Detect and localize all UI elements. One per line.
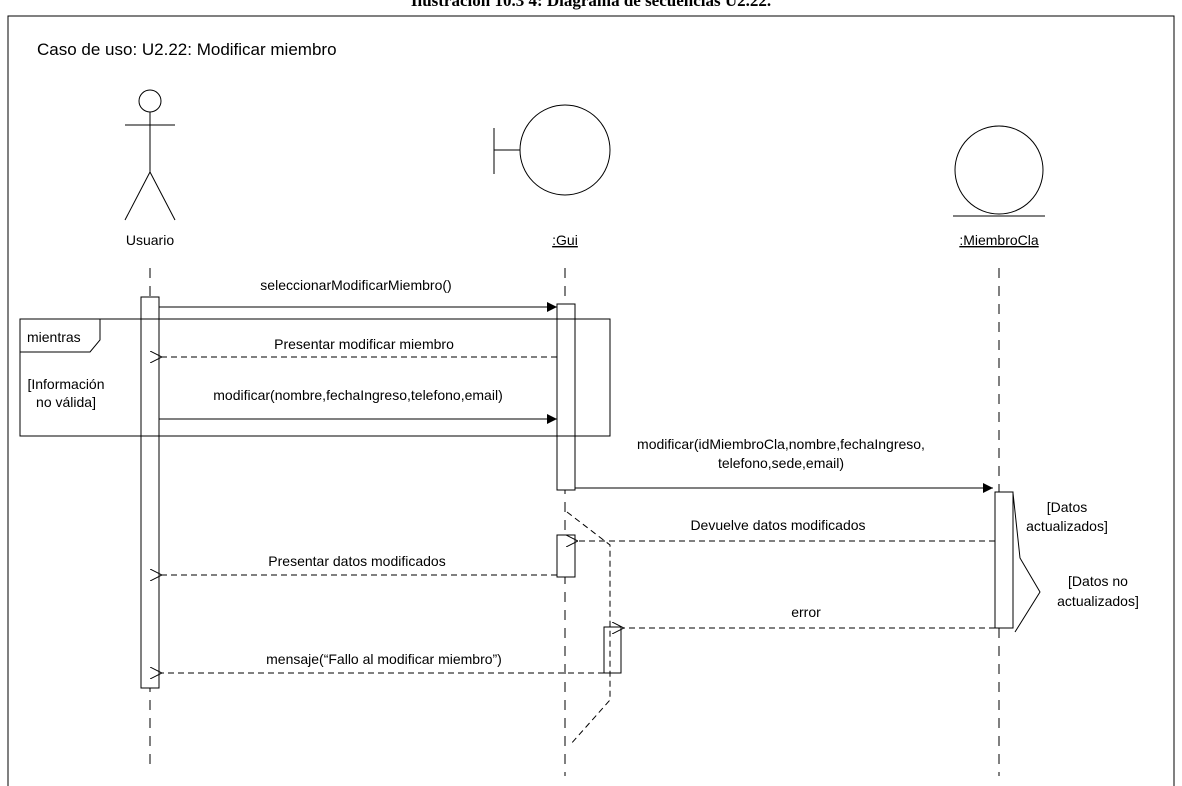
message-label-5: Devuelve datos modificados: [690, 517, 865, 533]
activation-gui-2: [556, 534, 576, 578]
figure-caption: Ilustración 10.3 4: Diagrama de secuenci…: [0, 0, 1182, 16]
loop-guard-line1: [Información: [27, 376, 104, 392]
activation-gui-3: [603, 626, 622, 674]
actor-left-leg: [124, 171, 151, 221]
guard-ok-line1: [Datos: [1047, 499, 1087, 515]
diagram-title: Caso de uso: U2.22: Modificar miembro: [37, 40, 337, 59]
message-label-4a: modificar(idMiembroCla,nombre,fechaIngre…: [637, 436, 925, 452]
actor-right-leg: [149, 171, 176, 221]
message-label-2: Presentar modificar miembro: [274, 336, 454, 352]
message-label-6: Presentar datos modificados: [268, 553, 445, 569]
loop-fragment: mientras [Información no válida]: [19, 318, 611, 437]
entity-miembrocla: :MiembroCla: [953, 125, 1045, 248]
message-label-7: error: [791, 604, 821, 620]
lifeline-label-gui: :Gui: [552, 232, 578, 248]
gui-branch-connector: [566, 511, 611, 746]
diagram-frame: [7, 15, 1175, 786]
figure-caption-text: Ilustración 10.3 4: Diagrama de secuenci…: [410, 0, 772, 10]
message-label-4b: telefono,sede,email): [718, 455, 844, 471]
message-label-1: seleccionarModificarMiembro(): [260, 277, 451, 293]
guard-fail-line2: actualizados]: [1057, 593, 1139, 609]
lifeline-label-usuario: Usuario: [126, 232, 174, 248]
activation-miembrocla: [994, 491, 1014, 629]
loop-operator: mientras: [27, 329, 81, 345]
loop-operator-tab: [20, 319, 101, 353]
activation-usuario: [140, 296, 160, 689]
loop-frame: [19, 318, 611, 437]
message-label-3: modificar(nombre,fechaIngreso,telefono,e…: [213, 387, 502, 403]
actor-head-icon: [138, 89, 162, 113]
entity-icon: [954, 125, 1044, 215]
guard-fail-line1: [Datos no: [1068, 573, 1128, 589]
loop-guard-line2: no válida]: [36, 394, 96, 410]
lifeline-label-miembrocla: :MiembroCla: [959, 232, 1039, 248]
entity-branch-connector: [1012, 492, 1041, 633]
boundary-icon: [519, 104, 611, 196]
actor-usuario: Usuario: [124, 89, 176, 248]
boundary-gui: :Gui: [493, 104, 611, 248]
activation-gui-1: [556, 303, 576, 491]
guard-ok-line2: actualizados]: [1026, 518, 1108, 534]
message-label-8: mensaje(“Fallo al modificar miembro”): [266, 651, 502, 667]
